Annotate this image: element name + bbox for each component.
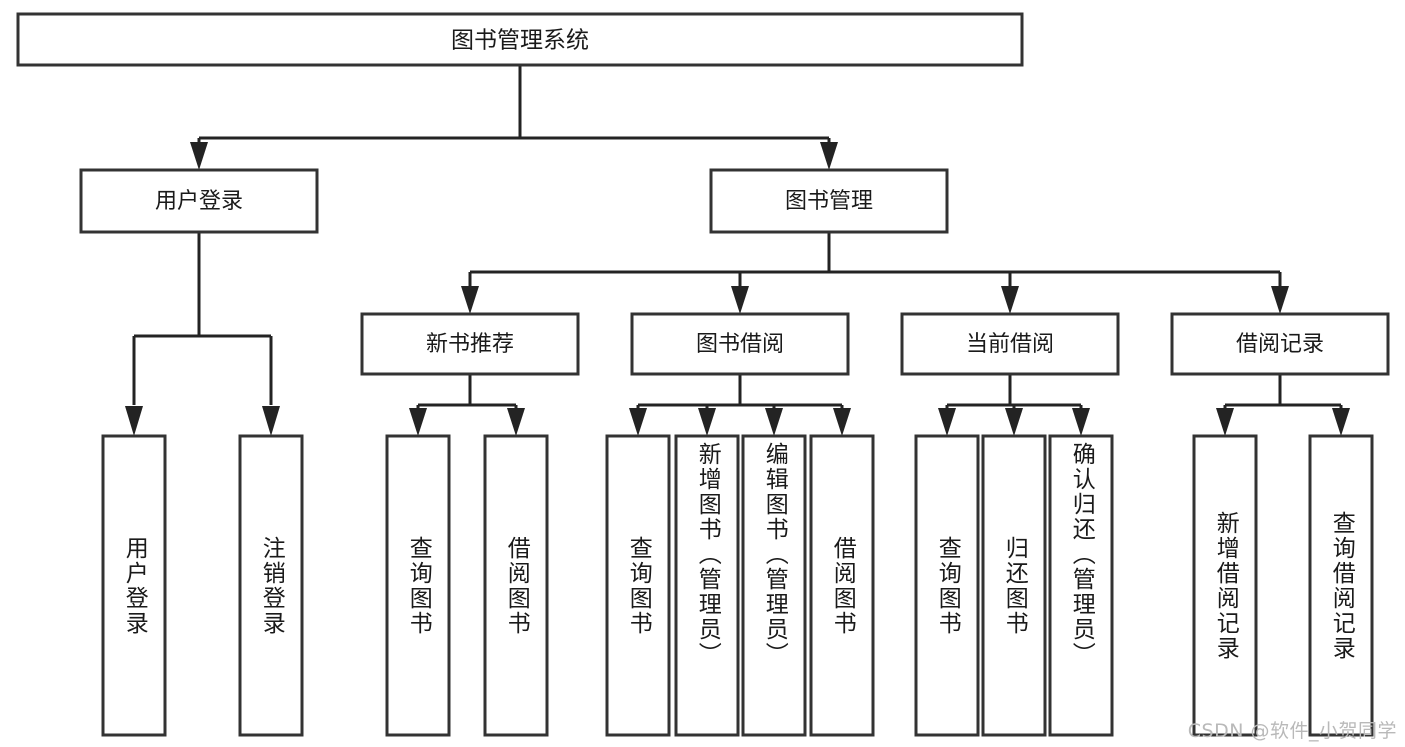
leaf-add-record-box[interactable] xyxy=(1192,434,1258,737)
arrow-bb-leaf-1 xyxy=(629,408,647,436)
node-book-borrow-label: 图书借阅 xyxy=(696,332,784,357)
leaf-query-record-box[interactable] xyxy=(1308,434,1374,737)
leaf-logout-login-box[interactable] xyxy=(238,434,304,737)
leaf-query-book-3-box[interactable] xyxy=(914,434,980,737)
connector-group-borrow-record xyxy=(1216,374,1350,436)
node-root-label: 图书管理系统 xyxy=(451,28,589,54)
arrow-root-to-book-manage xyxy=(820,142,838,170)
arrow-bm-to-current-borrow xyxy=(1001,286,1019,314)
node-borrow-record-label: 借阅记录 xyxy=(1236,332,1324,357)
connector-group-book-borrow xyxy=(629,374,851,436)
leaf-borrow-book-2-box[interactable] xyxy=(809,434,875,737)
arrow-nbr-leaf-2 xyxy=(507,408,525,436)
arrow-bm-to-new-book-recommend xyxy=(461,286,479,314)
node-book-borrow[interactable]: 图书借阅 xyxy=(630,312,850,376)
node-new-book-recommend-box[interactable] xyxy=(360,312,580,376)
arrow-bm-to-book-borrow xyxy=(731,286,749,314)
node-new-book-recommend[interactable]: 新书推荐 xyxy=(360,312,580,376)
arrow-user-login-leaf-2 xyxy=(262,406,280,436)
connector-group-new-book-recommend xyxy=(409,374,525,436)
leaf-user-login-box[interactable] xyxy=(101,434,167,737)
arrow-cb-leaf-2 xyxy=(1005,408,1023,436)
leaf-boxes xyxy=(101,434,1374,737)
arrow-bb-leaf-2 xyxy=(698,408,716,436)
arrow-cb-leaf-3 xyxy=(1072,408,1090,436)
node-new-book-recommend-label: 新书推荐 xyxy=(426,332,514,357)
arrow-bm-to-borrow-record xyxy=(1271,286,1289,314)
arrow-user-login-leaf-1 xyxy=(125,406,143,436)
connector-group-user-login xyxy=(125,232,280,436)
node-root[interactable]: 图书管理系统 xyxy=(16,12,1024,67)
arrow-nbr-leaf-1 xyxy=(409,408,427,436)
leaf-query-book-2-box[interactable] xyxy=(605,434,671,737)
leaf-confirm-return-box[interactable] xyxy=(1048,434,1114,737)
leaf-edit-book-box[interactable] xyxy=(741,434,807,737)
leaf-query-book-1-box[interactable] xyxy=(385,434,451,737)
node-book-manage[interactable]: 图书管理 xyxy=(709,168,949,234)
connector-group-current-borrow xyxy=(938,374,1090,436)
watermark-text: CSDN @软件_小贺同学 xyxy=(1187,720,1397,742)
arrow-root-to-user-login xyxy=(190,142,208,170)
node-current-borrow-label: 当前借阅 xyxy=(966,332,1054,357)
connector-group-book-manage xyxy=(461,232,1289,314)
node-user-login-box[interactable] xyxy=(79,168,319,234)
node-book-manage-label: 图书管理 xyxy=(785,189,873,214)
arrow-br-leaf-1 xyxy=(1216,408,1234,436)
node-user-login[interactable]: 用户登录 xyxy=(79,168,319,234)
node-user-login-label: 用户登录 xyxy=(155,189,243,214)
node-borrow-record-box[interactable] xyxy=(1170,312,1390,376)
leaf-return-book-box[interactable] xyxy=(981,434,1047,737)
connector-group-root xyxy=(190,65,838,170)
arrow-bb-leaf-3 xyxy=(765,408,783,436)
node-borrow-record[interactable]: 借阅记录 xyxy=(1170,312,1390,376)
node-current-borrow[interactable]: 当前借阅 xyxy=(900,312,1120,376)
node-root-box[interactable] xyxy=(16,12,1024,67)
arrow-bb-leaf-4 xyxy=(833,408,851,436)
leaf-borrow-book-1-box[interactable] xyxy=(483,434,549,737)
arrow-cb-leaf-1 xyxy=(938,408,956,436)
node-book-manage-box[interactable] xyxy=(709,168,949,234)
arrow-br-leaf-2 xyxy=(1332,408,1350,436)
node-book-borrow-box[interactable] xyxy=(630,312,850,376)
leaf-add-book-box[interactable] xyxy=(674,434,740,737)
node-current-borrow-box[interactable] xyxy=(900,312,1120,376)
